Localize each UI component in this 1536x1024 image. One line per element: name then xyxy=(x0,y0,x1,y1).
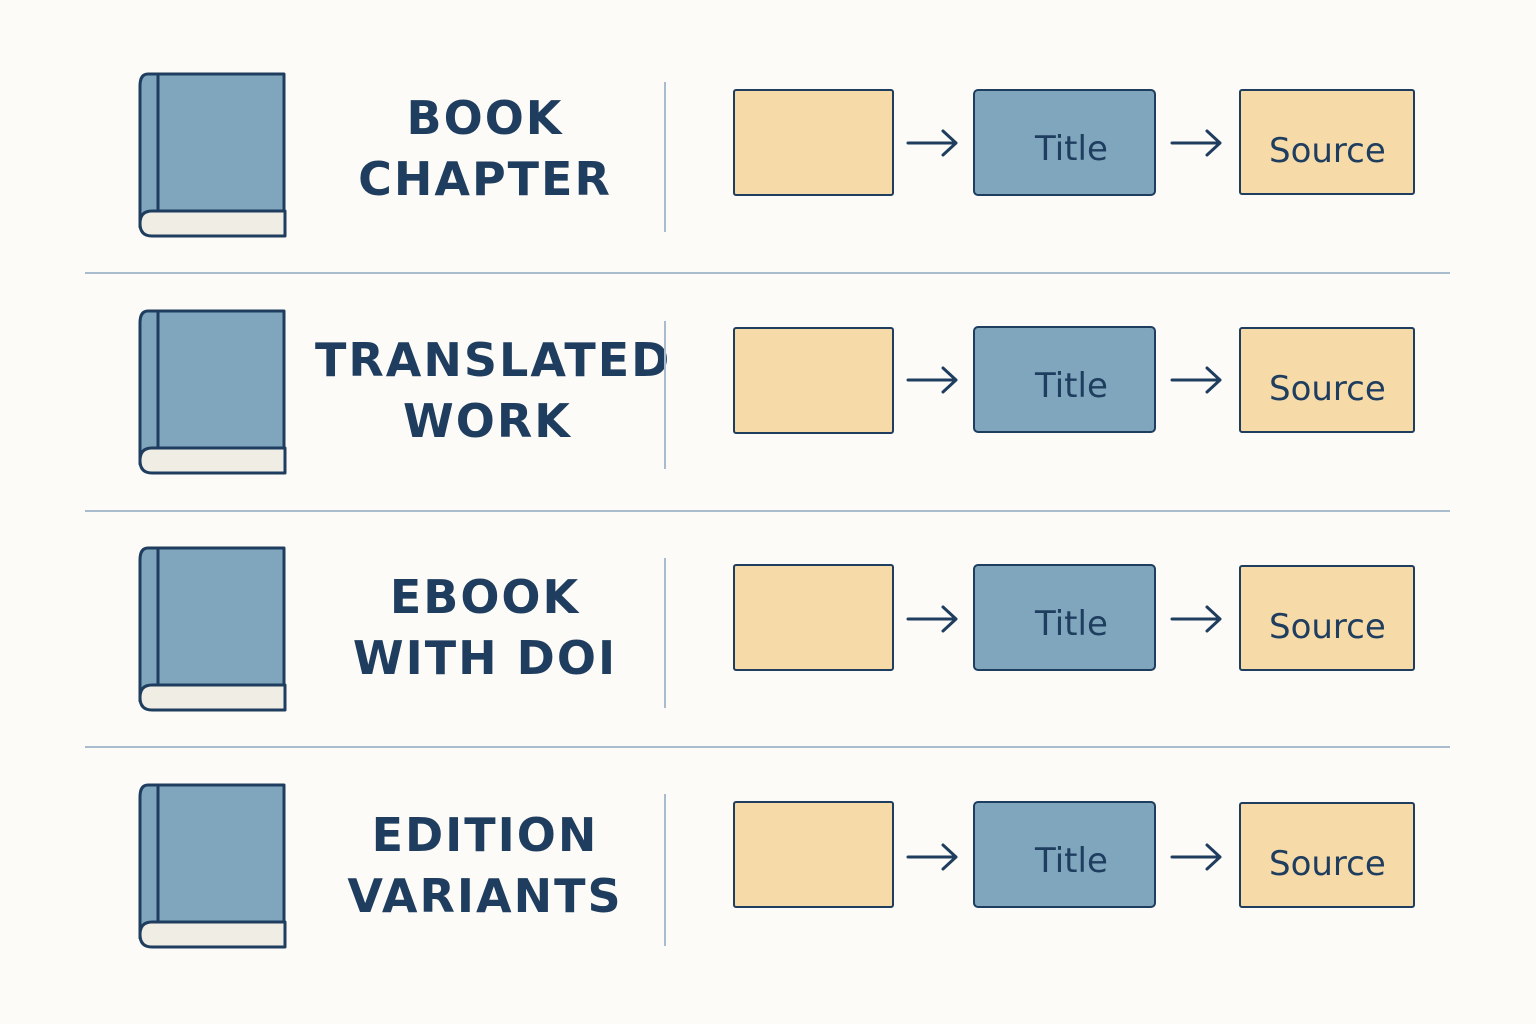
book-icon xyxy=(134,544,294,714)
empty-box xyxy=(733,801,894,908)
source-box: Source xyxy=(1239,802,1415,908)
row-label: TRANSLATED WORK xyxy=(315,330,672,452)
title-box-text: Title xyxy=(1035,604,1108,644)
row-label: EBOOK WITH DOI xyxy=(310,567,660,689)
arrow-right-icon xyxy=(1170,128,1224,158)
vertical-divider xyxy=(664,82,666,232)
row-divider xyxy=(85,746,1450,748)
arrow-right-icon xyxy=(906,842,960,872)
arrow-right-icon xyxy=(1170,604,1224,634)
empty-box xyxy=(733,327,894,434)
title-box: Title xyxy=(973,564,1156,671)
row-label-line-1: EDITION xyxy=(371,808,599,862)
row-label-line-2: CHAPTER xyxy=(358,152,612,206)
row-book-chapter: BOOK CHAPTER Title Source xyxy=(0,0,1536,240)
empty-box xyxy=(733,89,894,196)
arrow-right-icon xyxy=(906,365,960,395)
row-label-line-2: VARIANTS xyxy=(347,869,623,923)
source-box-text: Source xyxy=(1269,131,1386,171)
title-box-text: Title xyxy=(1035,129,1108,169)
source-box-text: Source xyxy=(1269,844,1386,884)
empty-box xyxy=(733,564,894,671)
vertical-divider xyxy=(664,321,666,469)
row-divider xyxy=(85,510,1450,512)
row-label-line-1: EBOOK xyxy=(389,570,581,624)
arrow-right-icon xyxy=(906,604,960,634)
title-box: Title xyxy=(973,89,1156,196)
book-icon xyxy=(134,70,294,240)
source-box: Source xyxy=(1239,565,1415,671)
arrow-right-icon xyxy=(1170,842,1224,872)
row-ebook-with-doi: EBOOK WITH DOI Title Source xyxy=(0,0,1536,712)
source-box: Source xyxy=(1239,89,1415,195)
row-edition-variants: EDITION VARIANTS Title Source xyxy=(0,0,1536,949)
book-icon xyxy=(134,781,294,951)
row-label-line-2: WITH DOI xyxy=(352,631,618,685)
source-box: Source xyxy=(1239,327,1415,433)
title-box: Title xyxy=(973,326,1156,433)
source-box-text: Source xyxy=(1269,607,1386,647)
title-box: Title xyxy=(973,801,1156,908)
book-icon xyxy=(134,307,294,477)
vertical-divider xyxy=(664,558,666,708)
title-box-text: Title xyxy=(1035,366,1108,406)
row-label-line-2: WORK xyxy=(403,394,572,448)
arrow-right-icon xyxy=(906,128,960,158)
source-box-text: Source xyxy=(1269,369,1386,409)
row-label-line-1: BOOK xyxy=(406,91,564,145)
title-box-text: Title xyxy=(1035,841,1108,881)
row-label: EDITION VARIANTS xyxy=(310,805,660,927)
row-label-line-1: TRANSLATED xyxy=(315,333,672,387)
row-label: BOOK CHAPTER xyxy=(310,88,660,210)
arrow-right-icon xyxy=(1170,365,1224,395)
row-translated-work: TRANSLATED WORK Title Source xyxy=(0,0,1536,475)
row-divider xyxy=(85,272,1450,274)
vertical-divider xyxy=(664,794,666,946)
